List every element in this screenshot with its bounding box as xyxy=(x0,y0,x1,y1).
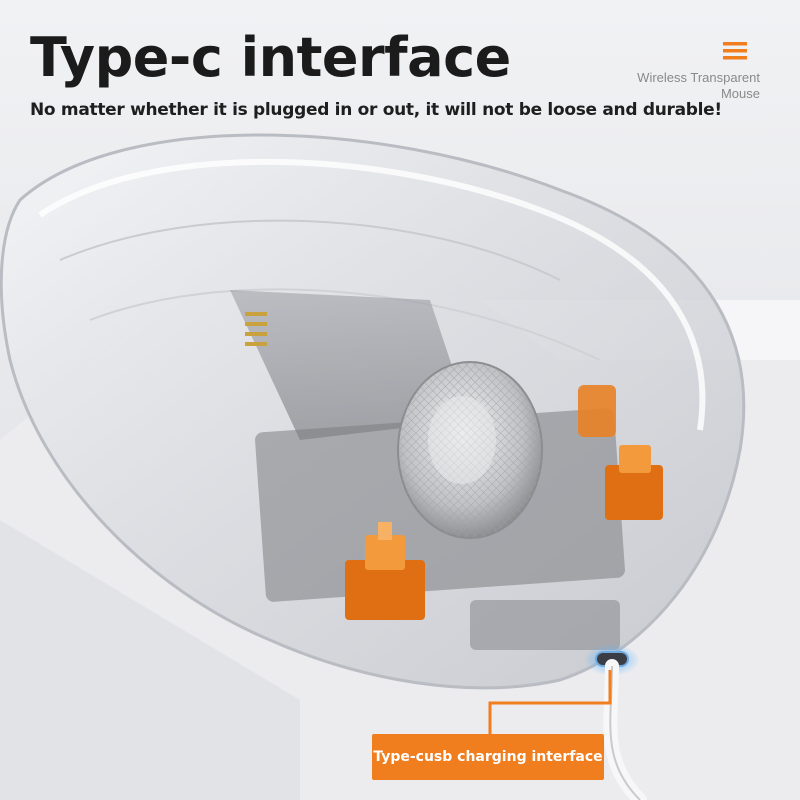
page-title: Type-c interface xyxy=(30,26,511,89)
brand-name-line1: Wireless Transparent xyxy=(637,70,760,85)
page-subtitle: No matter whether it is plugged in or ou… xyxy=(30,100,722,120)
usb-cable xyxy=(603,659,647,800)
brand-name-line2: Mouse xyxy=(720,86,760,101)
charging-interface-label: Type-cusb charging interface xyxy=(372,734,604,780)
brand-block: Wireless Transparent Mouse xyxy=(580,42,760,102)
left-switch xyxy=(345,522,425,620)
scroll-wheel xyxy=(397,361,543,539)
right-switch xyxy=(578,385,663,520)
callout-leader-line xyxy=(488,670,612,734)
menu-icon[interactable] xyxy=(723,42,747,60)
